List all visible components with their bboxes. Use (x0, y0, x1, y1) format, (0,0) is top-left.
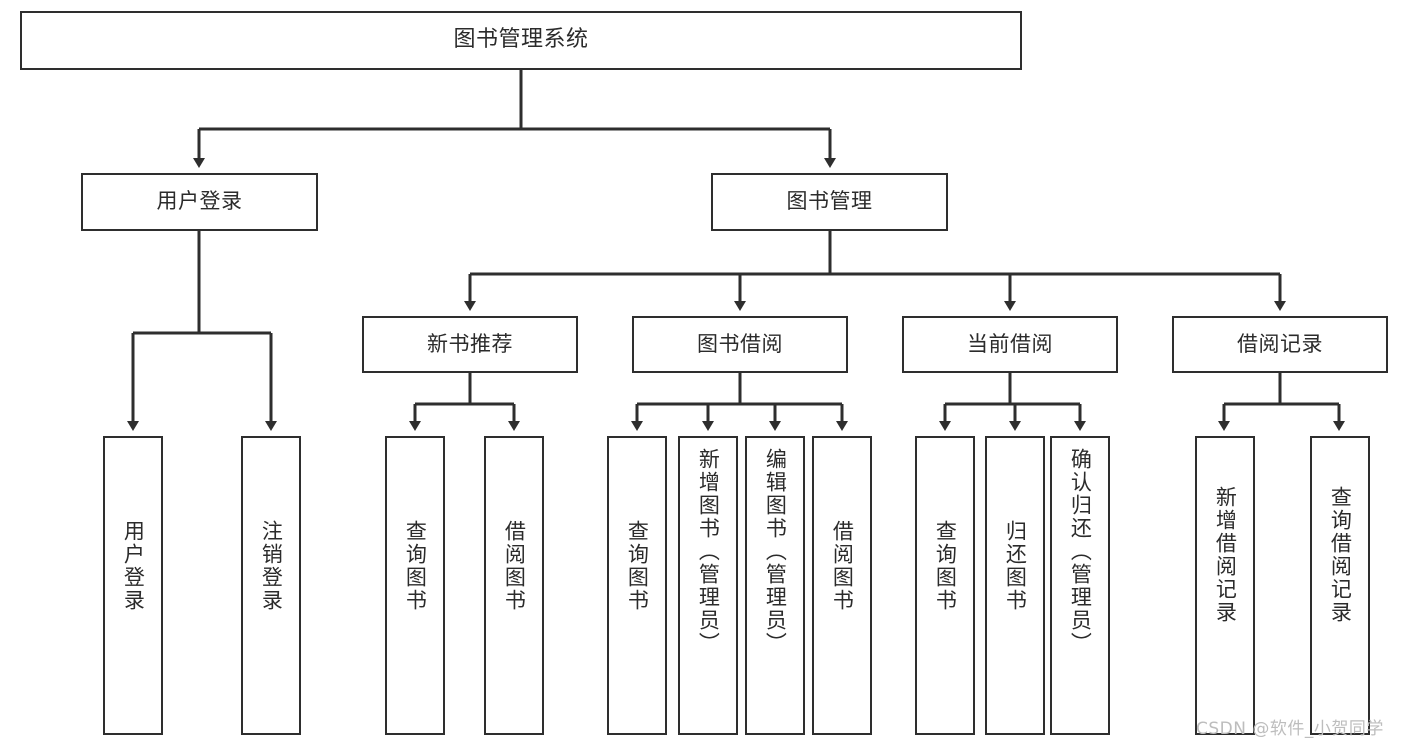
csdn-watermark: CSDN @软件_小贺同学 (1196, 719, 1384, 739)
node-label: 查询图书 (403, 520, 428, 612)
node-label: 当前借阅 (967, 331, 1053, 356)
node-label: 借阅记录 (1237, 331, 1323, 356)
node-book-management[interactable]: 图书管理 (711, 173, 948, 231)
node-label: 确认归还（管理员） (1068, 448, 1093, 655)
leaf-query-book-recommend[interactable]: 查询图书 (385, 436, 445, 735)
node-label: 查询借阅记录 (1328, 486, 1353, 624)
node-label: 借阅图书 (830, 520, 855, 612)
node-label: 图书借阅 (697, 331, 783, 356)
leaf-add-borrow-record[interactable]: 新增借阅记录 (1195, 436, 1255, 735)
leaf-confirm-return-admin[interactable]: 确认归还（管理员） (1050, 436, 1110, 735)
node-label: 用户登录 (121, 520, 146, 612)
node-label: 编辑图书（管理员） (763, 448, 788, 655)
leaf-query-book-borrow[interactable]: 查询图书 (607, 436, 667, 735)
node-label: 归还图书 (1003, 520, 1028, 612)
node-label: 借阅图书 (502, 520, 527, 612)
node-new-book-recommend[interactable]: 新书推荐 (362, 316, 578, 373)
node-root-system[interactable]: 图书管理系统 (20, 11, 1022, 70)
node-label: 查询图书 (625, 520, 650, 612)
node-label: 新书推荐 (427, 331, 513, 356)
node-borrow-record[interactable]: 借阅记录 (1172, 316, 1388, 373)
leaf-add-book-admin[interactable]: 新增图书（管理员） (678, 436, 738, 735)
leaf-return-book[interactable]: 归还图书 (985, 436, 1045, 735)
node-user-login[interactable]: 用户登录 (81, 173, 318, 231)
node-label: 新增借阅记录 (1213, 486, 1238, 624)
node-label: 用户登录 (156, 189, 243, 214)
node-current-borrow[interactable]: 当前借阅 (902, 316, 1118, 373)
leaf-query-book-current[interactable]: 查询图书 (915, 436, 975, 735)
leaf-borrow-book-recommend[interactable]: 借阅图书 (484, 436, 544, 735)
leaf-borrow-book[interactable]: 借阅图书 (812, 436, 872, 735)
leaf-query-borrow-record[interactable]: 查询借阅记录 (1310, 436, 1370, 735)
node-label: 注销登录 (259, 520, 284, 612)
leaf-logout[interactable]: 注销登录 (241, 436, 301, 735)
node-label: 查询图书 (933, 520, 958, 612)
leaf-user-login[interactable]: 用户登录 (103, 436, 163, 735)
node-label: 图书管理 (786, 189, 873, 214)
leaf-edit-book-admin[interactable]: 编辑图书（管理员） (745, 436, 805, 735)
node-book-borrow[interactable]: 图书借阅 (632, 316, 848, 373)
node-label: 新增图书（管理员） (696, 448, 721, 655)
node-label: 图书管理系统 (453, 27, 589, 53)
